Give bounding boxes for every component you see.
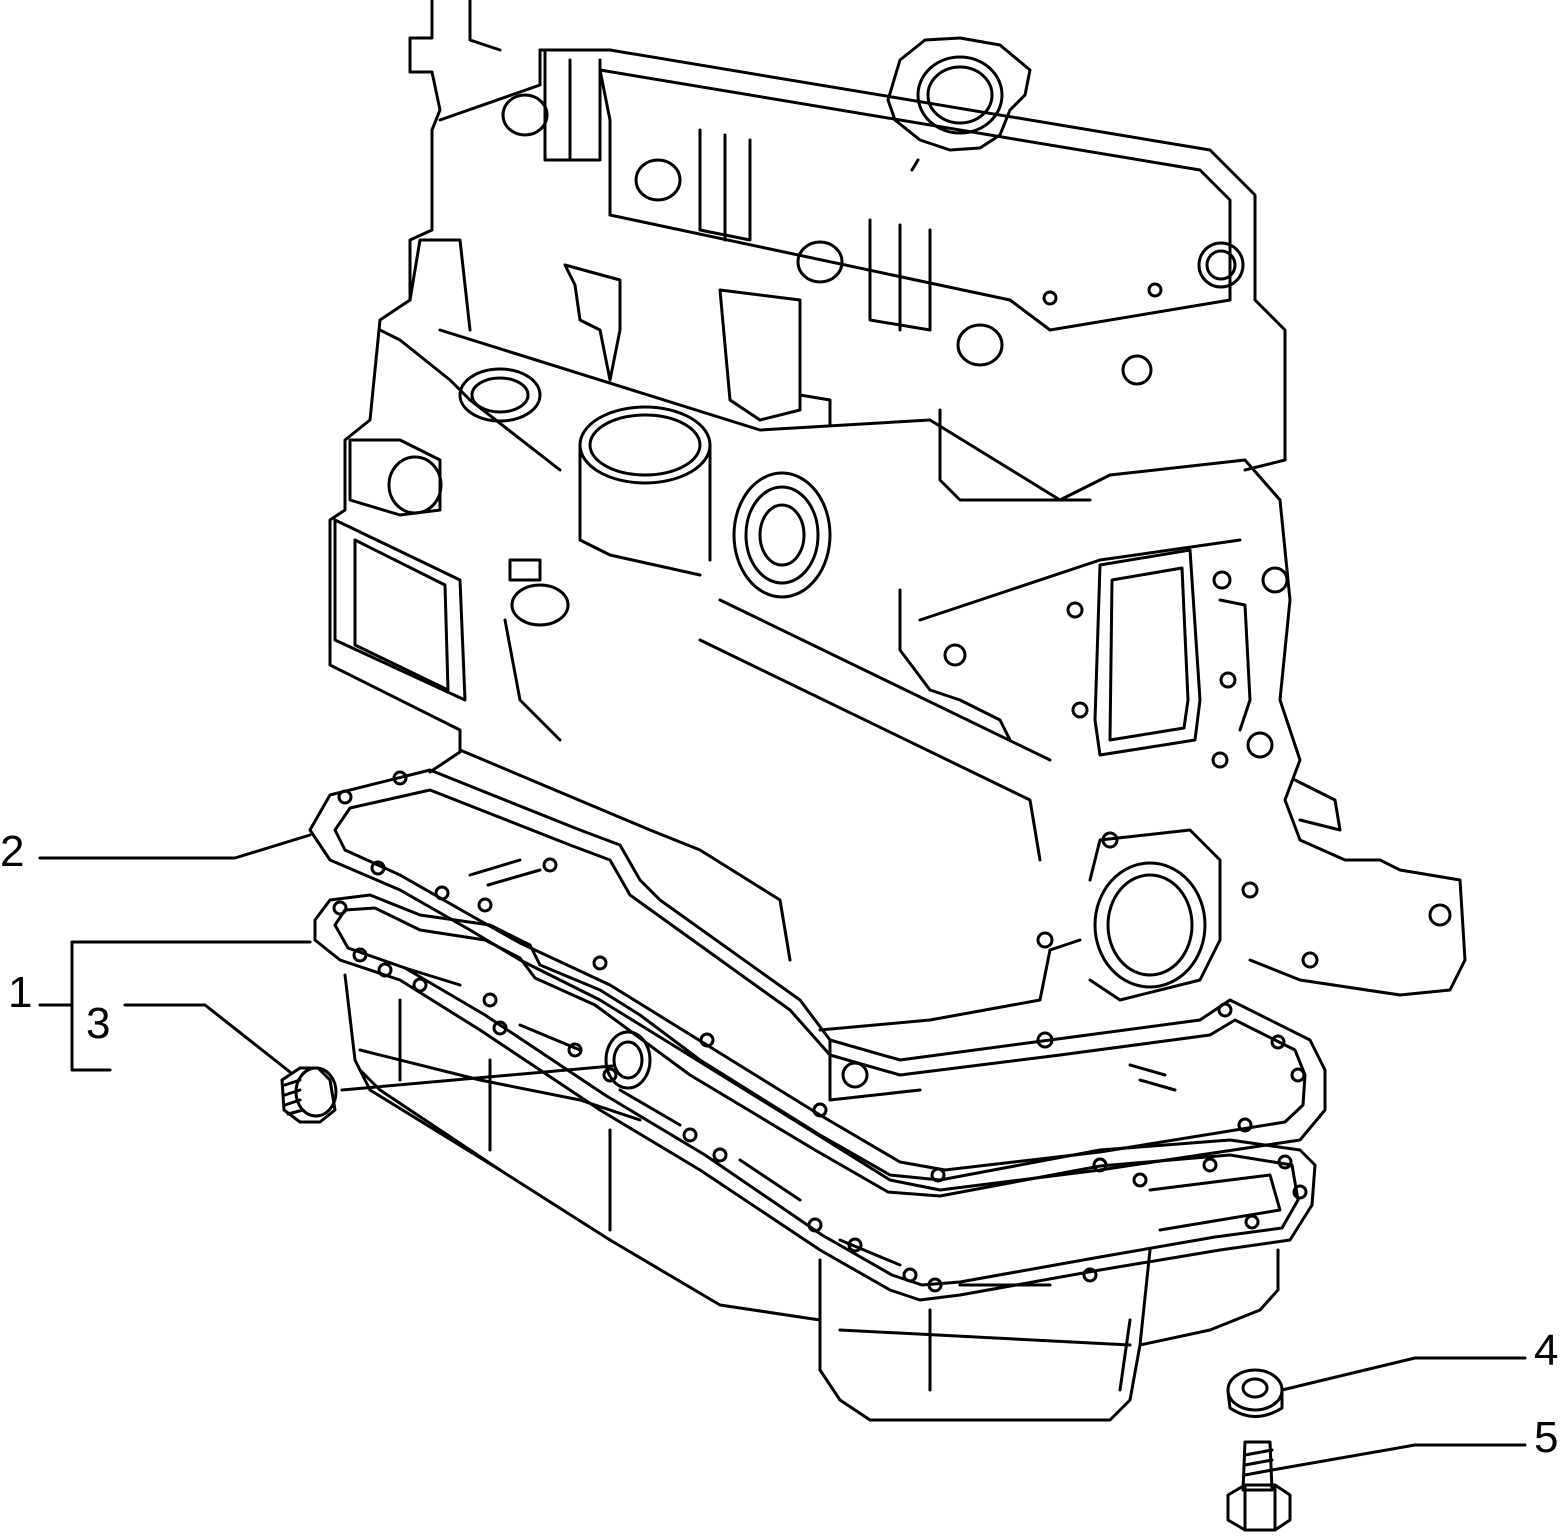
callout-labels: 2 1 3 4 5: [0, 827, 1558, 1462]
pan-bolt-holes: [332, 900, 1308, 1293]
leader-lines: [38, 833, 1527, 1472]
callout-5: 5: [1534, 1413, 1558, 1462]
callout-3: 3: [86, 999, 110, 1048]
drain-plug: [280, 1064, 614, 1124]
engine-block: [328, 0, 1467, 1102]
callout-1: 1: [8, 968, 32, 1017]
callout-2: 2: [0, 827, 24, 876]
oil-pan-gasket: [308, 768, 1327, 1192]
bolt: [1226, 1440, 1292, 1532]
washer: [1226, 1368, 1284, 1418]
oil-pan: [313, 893, 1317, 1422]
callout-4: 4: [1534, 1326, 1558, 1375]
oil-filler-cap: [886, 36, 1032, 172]
